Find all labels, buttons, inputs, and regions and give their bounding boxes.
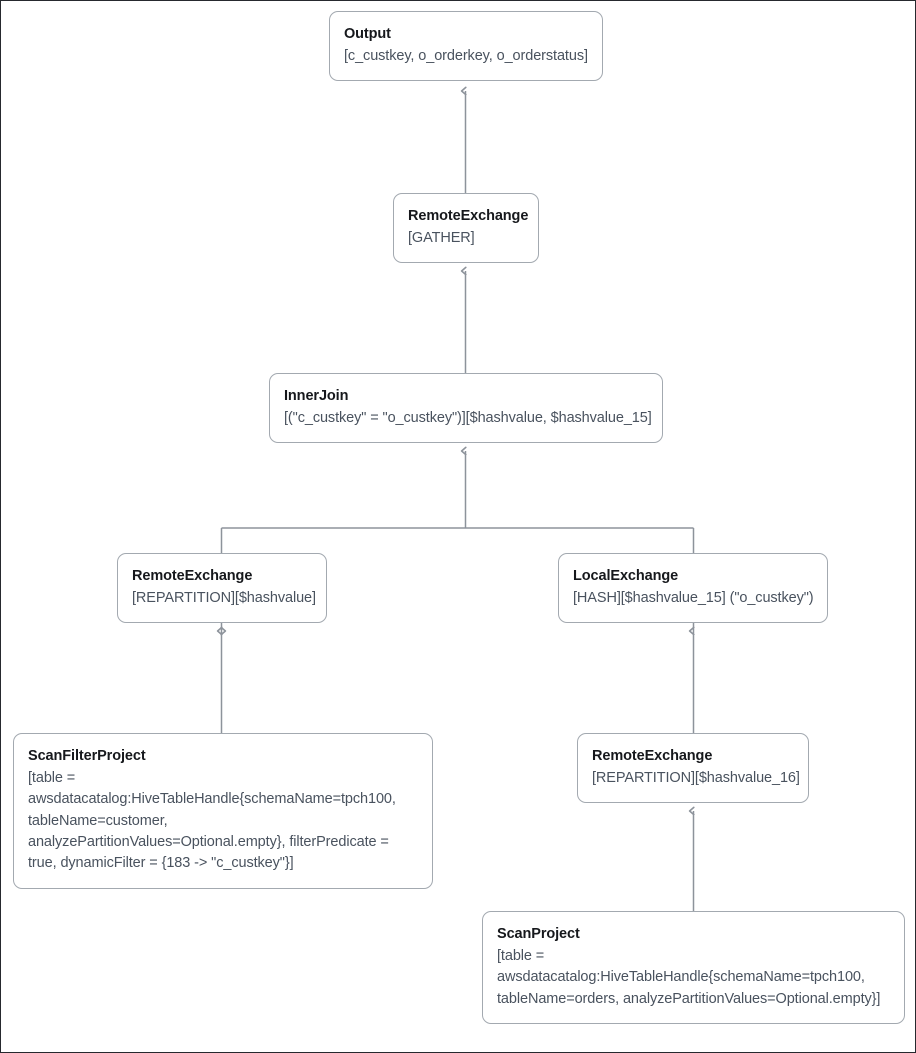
plan-node-inner-join[interactable]: InnerJoin [("c_custkey" = "o_custkey")][… xyxy=(269,373,663,444)
plan-node-scan-project-detail: [table = awsdatacatalog:HiveTableHandle{… xyxy=(497,948,881,1007)
plan-node-inner-join-detail: [("c_custkey" = "o_custkey")][$hashvalue… xyxy=(284,410,652,427)
plan-node-remote-exchange-repartition-left-detail: [REPARTITION][$hashvalue] xyxy=(132,590,316,607)
plan-node-output-detail: [c_custkey, o_orderkey, o_orderstatus] xyxy=(344,48,588,65)
plan-node-remote-exchange-repartition-right-detail: [REPARTITION][$hashvalue_16] xyxy=(592,770,800,787)
plan-node-local-exchange-title: LocalExchange xyxy=(573,568,679,584)
plan-node-inner-join-title: InnerJoin xyxy=(284,388,349,404)
plan-node-remote-exchange-repartition-right-title: RemoteExchange xyxy=(592,748,713,764)
plan-node-output-title: Output xyxy=(344,26,391,42)
plan-node-remote-exchange-repartition-left-title: RemoteExchange xyxy=(132,568,253,584)
plan-node-remote-exchange-repartition-right[interactable]: RemoteExchange [REPARTITION][$hashvalue_… xyxy=(577,733,809,804)
plan-node-output[interactable]: Output [c_custkey, o_orderkey, o_orderst… xyxy=(329,11,603,82)
plan-node-scan-filter-project-detail: [table = awsdatacatalog:HiveTableHandle{… xyxy=(28,770,396,872)
plan-node-remote-exchange-gather-detail: [GATHER] xyxy=(408,230,475,247)
plan-node-scan-project[interactable]: ScanProject [table = awsdatacatalog:Hive… xyxy=(482,911,905,1024)
plan-node-remote-exchange-gather-title: RemoteExchange xyxy=(408,208,529,224)
plan-node-remote-exchange-gather[interactable]: RemoteExchange [GATHER] xyxy=(393,193,539,264)
plan-node-local-exchange-detail: [HASH][$hashvalue_15] ("o_custkey") xyxy=(573,590,814,607)
plan-node-local-exchange[interactable]: LocalExchange [HASH][$hashvalue_15] ("o_… xyxy=(558,553,828,624)
plan-node-scan-filter-project[interactable]: ScanFilterProject [table = awsdatacatalo… xyxy=(13,733,433,889)
plan-node-scan-project-title: ScanProject xyxy=(497,926,580,942)
plan-node-scan-filter-project-title: ScanFilterProject xyxy=(28,748,146,764)
plan-node-remote-exchange-repartition-left[interactable]: RemoteExchange [REPARTITION][$hashvalue] xyxy=(117,553,327,624)
